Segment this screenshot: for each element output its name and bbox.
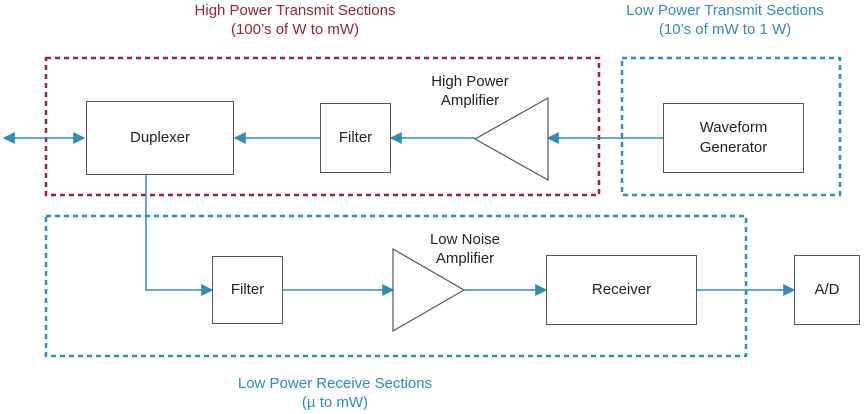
low-power-receive-title: Low Power Receive Sections	[237, 375, 433, 392]
adc-block: A/D	[794, 255, 860, 325]
high-power-amplifier-triangle	[473, 96, 549, 182]
low-power-transmit-title: Low Power Transmit Sections	[626, 2, 824, 19]
receive-filter-block: Filter	[212, 256, 283, 324]
duplexer-to-rx-filter-arrow	[145, 175, 214, 296]
waveform-generator-label-1: Waveform	[699, 119, 768, 136]
duplexer-label: Duplexer	[129, 129, 191, 146]
high-power-transmit-caption: High Power Transmit Sections (100’s of W…	[140, 1, 450, 39]
high-power-transmit-title: High Power Transmit Sections	[194, 2, 396, 19]
waveform-generator-label-2: Generator	[699, 139, 768, 156]
low-noise-amplifier-label-2: Amplifier	[435, 250, 495, 267]
duplexer-block: Duplexer	[86, 101, 234, 175]
low-power-transmit-range: (10’s of mW to 1 W)	[658, 21, 792, 38]
low-noise-amplifier-label-1: Low Noise	[429, 231, 501, 248]
low-power-receive-range: (µ to mW)	[301, 394, 369, 411]
low-power-receive-region	[44, 214, 748, 358]
high-power-transmit-region	[44, 56, 601, 197]
transmit-filter-label: Filter	[338, 129, 373, 146]
high-power-amplifier-label: High Power Amplifier	[410, 72, 530, 110]
transmit-filter-block: Filter	[320, 103, 391, 173]
low-noise-amplifier-triangle	[392, 247, 466, 333]
receiver-block: Receiver	[546, 255, 697, 325]
high-power-amplifier-label-1: High Power	[431, 73, 509, 90]
low-noise-amplifier-label: Low Noise Amplifier	[405, 230, 525, 268]
high-power-amplifier-label-2: Amplifier	[440, 92, 500, 109]
adc-label: A/D	[814, 281, 840, 298]
low-power-transmit-region	[620, 56, 842, 197]
receiver-label: Receiver	[591, 281, 652, 298]
low-power-receive-caption: Low Power Receive Sections (µ to mW)	[175, 374, 495, 412]
high-power-transmit-range: (100’s of W to mW)	[230, 21, 360, 38]
low-power-transmit-caption: Low Power Transmit Sections (10’s of mW …	[590, 1, 860, 39]
receive-filter-label: Filter	[230, 281, 265, 298]
waveform-generator-block: Waveform Generator	[663, 103, 804, 173]
